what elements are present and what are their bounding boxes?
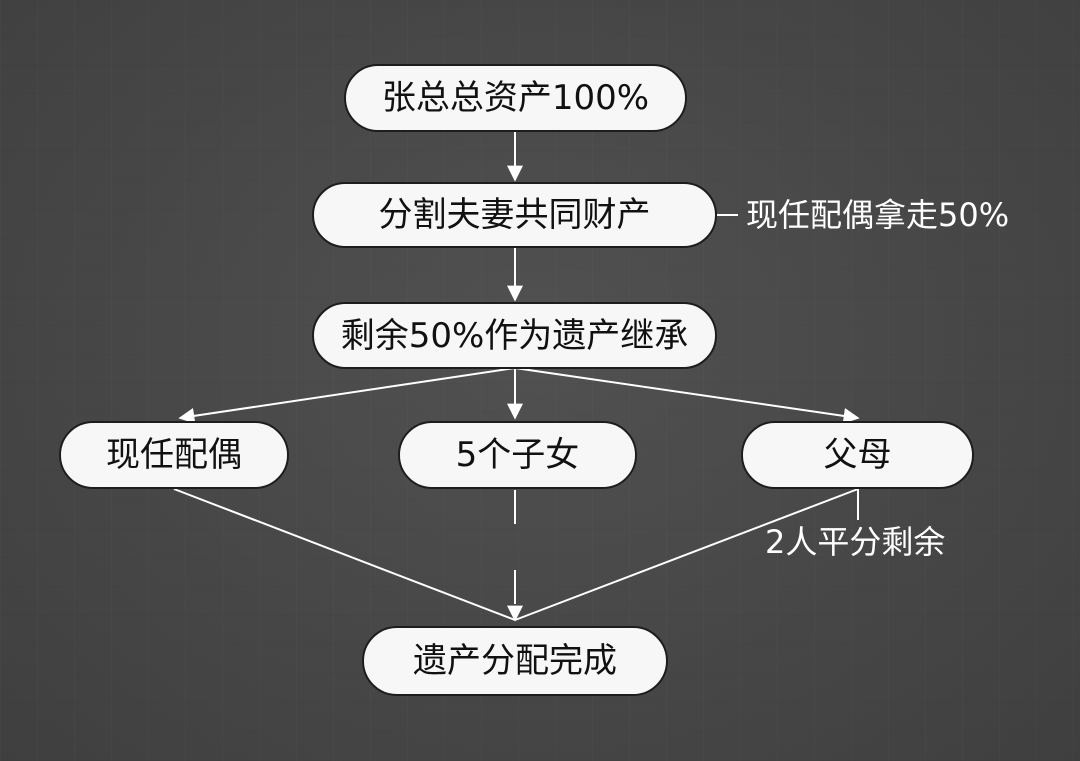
annotation-two-split-remaining: 2人平分剩余 bbox=[765, 523, 946, 561]
annotation-spouse-takes-half: 现任配偶拿走50% bbox=[746, 196, 1010, 234]
connector-parents-to-complete bbox=[514, 488, 859, 621]
node-current-spouse: 现任配偶 bbox=[59, 421, 289, 489]
node-distribution-complete: 遗产分配完成 bbox=[362, 626, 668, 696]
arrow-remaining-to-parents bbox=[514, 367, 860, 424]
node-parents: 父母 bbox=[741, 421, 974, 489]
node-split-marital-property: 分割夫妻共同财产 bbox=[312, 182, 717, 248]
connector-spouse-to-complete bbox=[173, 488, 516, 621]
arrow-remaining-to-spouse bbox=[178, 367, 516, 424]
node-total-assets: 张总总资产100% bbox=[344, 64, 687, 132]
node-remaining-inheritance: 剩余50%作为遗产继承 bbox=[312, 302, 717, 369]
node-five-children: 5个子女 bbox=[398, 421, 637, 489]
